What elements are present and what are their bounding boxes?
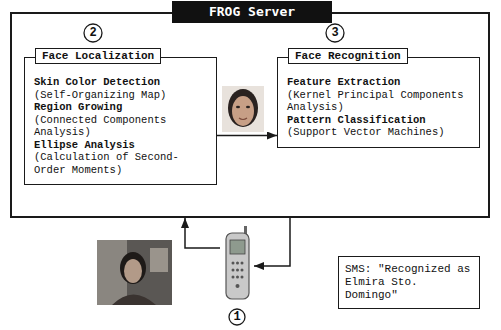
message-text: SMS: "Recognized as Elmira Sto. Domingo" [345, 263, 473, 302]
flow-arrow [217, 135, 277, 137]
method-name: Pattern Classification [287, 114, 470, 127]
method-name: Region Growing [34, 101, 207, 114]
method-name: Skin Color Detection [34, 76, 207, 89]
method-detail: (Calculation of Second-Order Moments) [34, 151, 207, 176]
server-box: FROG ServerFace LocalizationSkin Color D… [10, 12, 490, 218]
callout-circle [326, 24, 344, 42]
method-detail: (Support Vector Machines) [287, 126, 470, 139]
flow-arrow [185, 218, 220, 248]
callout-circle [84, 24, 102, 42]
flow-arrow [254, 218, 290, 266]
method-detail: (Self-Organizing Map) [34, 89, 207, 102]
process-box: Face LocalizationSkin Color Detection(Se… [24, 57, 217, 185]
face-thumbnail [222, 86, 264, 132]
method-name: Feature Extraction [287, 76, 470, 89]
method-name: Ellipse Analysis [34, 139, 207, 152]
method-detail: (Kernel Principal Components Analysis) [287, 89, 470, 114]
webcam-photo [97, 240, 172, 305]
method-detail: (Connected Components Analysis) [34, 114, 207, 139]
box-heading: Face Recognition [288, 48, 408, 64]
process-box: Face RecognitionFeature Extraction(Kerne… [277, 57, 480, 148]
callout-number: 1 [220, 310, 254, 324]
callout-number: 3 [326, 24, 344, 42]
phone-symbol [226, 226, 249, 299]
box-heading: Face Localization [35, 48, 161, 64]
phone-device: 1 [220, 226, 254, 326]
sms-box: SMS: "Recognized as Elmira Sto. Domingo" [338, 256, 480, 309]
box-title: FROG Server [172, 1, 332, 23]
callout-number: 2 [84, 24, 102, 42]
